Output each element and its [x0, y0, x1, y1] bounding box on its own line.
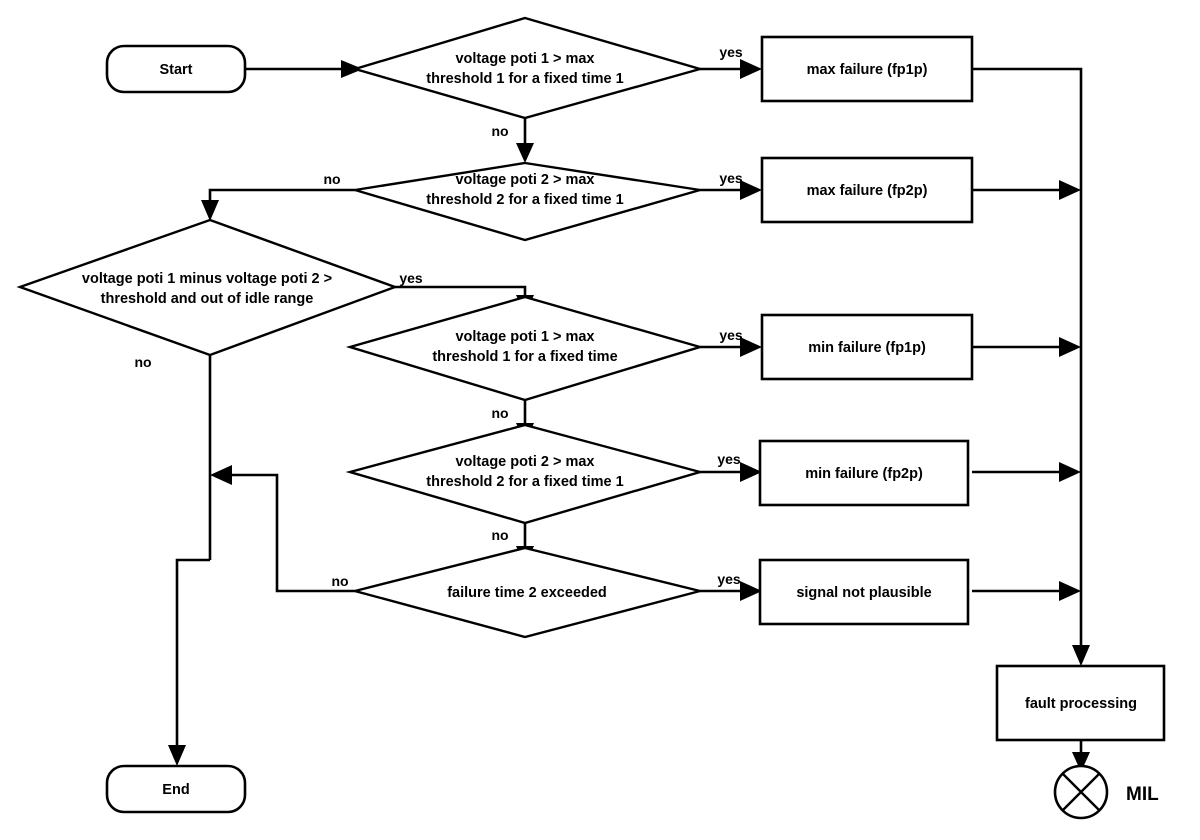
label-d2-yes: yes	[719, 170, 743, 186]
edge-start-to-d1	[245, 60, 363, 78]
edge-d6-no-to-left-bus	[210, 465, 355, 593]
process-1-label: max failure (fp1p)	[807, 62, 928, 78]
decision-3-line1: voltage poti 1 minus voltage poti 2 >	[82, 271, 332, 287]
process-5-label: signal not plausible	[796, 585, 931, 601]
decision-2-line2: threshold 2 for a fixed time 1	[426, 192, 623, 208]
label-d2-no: no	[323, 171, 340, 187]
edge-p4-to-fault-bus	[972, 462, 1081, 482]
mil-cross-icon	[1062, 773, 1100, 811]
decision-1-line1: voltage poti 1 > max	[455, 51, 594, 67]
decision-1-line2: threshold 1 for a fixed time 1	[426, 71, 623, 87]
decision-4-line2: threshold 1 for a fixed time	[432, 349, 617, 365]
process-6-label: fault processing	[1025, 696, 1137, 712]
process-4-label: min failure (fp2p)	[805, 466, 923, 482]
start-shape	[105, 44, 247, 94]
label-d6-yes: yes	[717, 571, 741, 587]
decision-5-line2: threshold 2 for a fixed time 1	[426, 474, 623, 490]
decision-1-shape	[350, 16, 705, 120]
decision-6-line1: failure time 2 exceeded	[447, 585, 607, 601]
process-3-shape	[760, 313, 974, 381]
edge-d6-yes-to-p5	[700, 581, 762, 601]
process-3-label: min failure (fp1p)	[808, 340, 926, 356]
end-label: End	[162, 782, 189, 798]
node-decision-4[interactable]: voltage poti 1 > max threshold 1 for a f…	[345, 295, 705, 402]
node-process-min-failure-fp1p[interactable]: min failure (fp1p)	[760, 313, 974, 381]
node-decision-5[interactable]: voltage poti 2 > max threshold 2 for a f…	[345, 423, 705, 525]
edge-d5-yes-to-p4	[700, 462, 762, 482]
decision-4-shape	[345, 295, 705, 402]
node-process-fault-processing[interactable]: fault processing	[995, 664, 1166, 742]
mil-label: MIL	[1126, 784, 1159, 805]
node-decision-3[interactable]: voltage poti 1 minus voltage poti 2 > th…	[16, 218, 399, 357]
process-2-label: max failure (fp2p)	[807, 183, 928, 199]
label-d5-no: no	[491, 527, 508, 543]
edge-left-bus-to-end	[168, 558, 210, 766]
node-start[interactable]: Start	[105, 44, 247, 94]
label-d4-yes: yes	[719, 327, 743, 343]
label-d1-no: no	[491, 123, 508, 139]
start-label: Start	[159, 62, 192, 78]
label-d4-no: no	[491, 405, 508, 421]
edge-labels: yes no yes no yes no yes no yes no yes n…	[134, 44, 742, 589]
node-process-max-failure-fp1p[interactable]: max failure (fp1p)	[760, 35, 974, 103]
node-process-min-failure-fp2p[interactable]: min failure (fp2p)	[758, 439, 970, 507]
node-decision-1[interactable]: voltage poti 1 > max threshold 1 for a f…	[350, 16, 705, 120]
edge-d2-yes-to-p2	[700, 180, 762, 200]
node-decision-6[interactable]: failure time 2 exceeded	[350, 546, 701, 639]
edge-p3-to-fault-bus	[972, 337, 1081, 357]
edge-p2-to-fault-bus	[972, 180, 1081, 200]
label-d3-no: no	[134, 354, 151, 370]
node-decision-2[interactable]: voltage poti 2 > max threshold 2 for a f…	[354, 161, 701, 242]
decision-2-line1: voltage poti 2 > max	[455, 172, 594, 188]
label-d1-yes: yes	[719, 44, 743, 60]
edge-p1-to-fault-bus	[972, 67, 1090, 666]
node-process-max-failure-fp2p[interactable]: max failure (fp2p)	[760, 156, 974, 224]
edge-d2-no-to-d3	[201, 188, 355, 221]
decision-5-line1: voltage poti 2 > max	[455, 454, 594, 470]
node-end[interactable]: End	[105, 764, 247, 814]
decision-4-line1: voltage poti 1 > max	[455, 329, 594, 345]
decision-5-shape	[345, 423, 705, 525]
edge-p6-to-mil	[1072, 740, 1090, 772]
decision-2-shape	[354, 161, 701, 242]
process-4-shape	[758, 439, 970, 507]
edge-d1-yes-to-p1	[700, 59, 762, 79]
process-2-shape	[760, 156, 974, 224]
decision-3-line2: threshold and out of idle range	[101, 291, 314, 307]
end-shape	[105, 764, 247, 814]
edge-d4-yes-to-p3	[700, 337, 762, 357]
decision-3-shape	[16, 218, 399, 357]
process-6-shape	[995, 664, 1166, 742]
label-d3-yes: yes	[399, 270, 423, 286]
process-5-shape	[758, 558, 970, 626]
label-d6-no: no	[331, 573, 348, 589]
label-d5-yes: yes	[717, 451, 741, 467]
node-process-signal-not-plausible[interactable]: signal not plausible	[758, 558, 970, 626]
process-1-shape	[760, 35, 974, 103]
node-mil-indicator[interactable]: MIL	[1053, 764, 1159, 820]
decision-6-shape	[350, 546, 701, 639]
edge-d1-no-to-d2	[516, 118, 534, 163]
edge-p5-to-fault-bus	[972, 581, 1081, 601]
